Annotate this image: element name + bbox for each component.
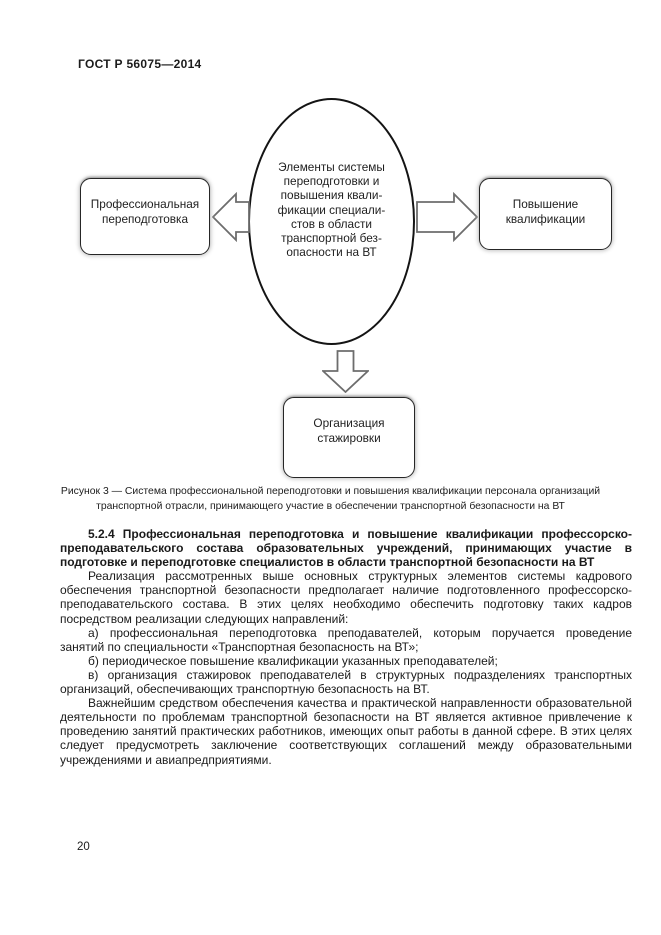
paragraph: Реализация рассмотренных выше основных с… bbox=[60, 569, 632, 626]
section-heading: 5.2.4 Профессиональная переподготовка и … bbox=[60, 527, 632, 570]
ellipse-label-line: стов в области bbox=[291, 216, 372, 231]
box-label-line: стажировки bbox=[317, 430, 381, 445]
box-label-line: квалификации bbox=[505, 211, 586, 226]
box-label-line: переподготовка bbox=[101, 212, 189, 226]
figure-3-diagram: Элементы системы переподготовки и повыше… bbox=[0, 95, 661, 485]
ellipse-label-line: Элементы системы bbox=[278, 160, 385, 174]
ellipse-label: Элементы системы переподготовки и повыше… bbox=[250, 100, 413, 259]
right-block-arrow-icon bbox=[416, 192, 478, 242]
paragraph: Важнейшим средством обеспечения качества… bbox=[60, 696, 632, 767]
ellipse-label-line: опасности на ВТ bbox=[286, 245, 377, 260]
down-block-arrow-icon bbox=[322, 350, 369, 393]
section-body: 5.2.4 Профессиональная переподготовка и … bbox=[60, 527, 632, 767]
page-number: 20 bbox=[77, 841, 90, 853]
left-block-arrow-icon bbox=[212, 192, 250, 242]
box-label-line: Организация bbox=[313, 415, 385, 430]
figure-caption: Рисунок 3 — Система профессиональной пер… bbox=[0, 484, 661, 514]
ellipse-label-line: повышения квали- bbox=[280, 188, 383, 203]
figure-caption-line: транспортной отрасли, принимающего участ… bbox=[96, 501, 565, 512]
figure-caption-line: Рисунок 3 — Система профессиональной пер… bbox=[60, 486, 601, 497]
box-internship-organization: Организация стажировки bbox=[283, 397, 415, 478]
box-qualification-improvement: Повышение квалификации bbox=[479, 178, 612, 250]
box-professional-retraining: Профессиональная переподготовка bbox=[80, 178, 210, 255]
list-item-a: а) профессиональная переподготовка препо… bbox=[60, 625, 632, 654]
box-label-line: Профессиональная bbox=[90, 197, 200, 211]
box-label-line: Повышение bbox=[512, 196, 579, 211]
document-header: ГОСТ Р 56075—2014 bbox=[78, 57, 202, 71]
ellipse-central-node: Элементы системы переподготовки и повыше… bbox=[248, 98, 415, 345]
ellipse-label-line: фикации специали- bbox=[277, 202, 386, 217]
ellipse-label-line: транспортной без- bbox=[281, 231, 382, 246]
list-item-v: в) организация стажировок преподавателей… bbox=[60, 667, 632, 697]
ellipse-label-line: переподготовки и bbox=[283, 174, 380, 189]
list-item-b: б) периодическое повышение квалификации … bbox=[88, 653, 498, 668]
